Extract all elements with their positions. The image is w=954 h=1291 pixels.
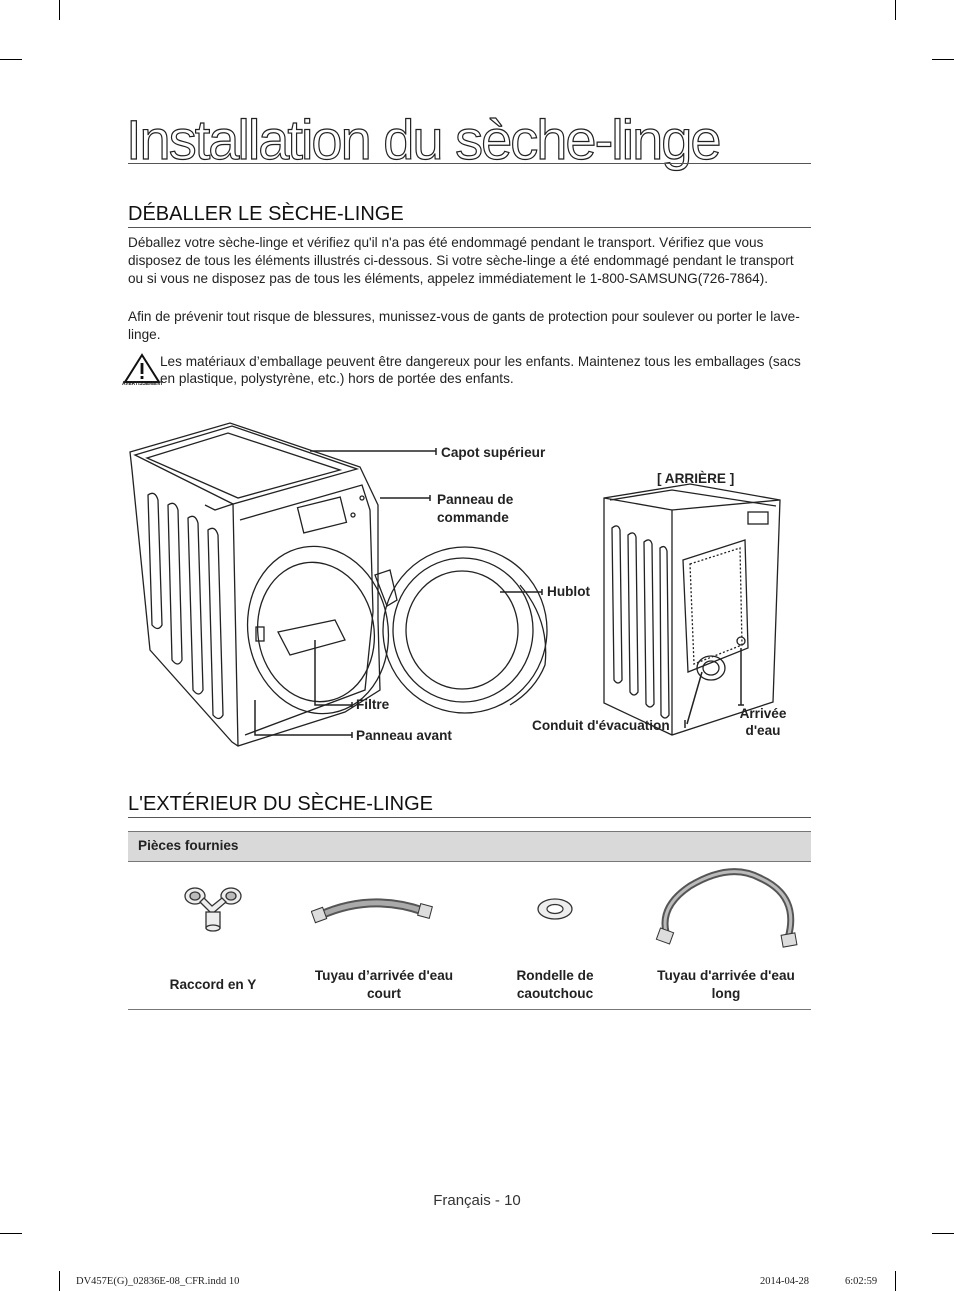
part-label-line: Rondelle de — [516, 968, 594, 983]
door-porthole — [382, 546, 548, 714]
section-heading-unpacking: DÉBALLER LE SÈCHE-LINGE — [128, 203, 404, 225]
dryer-top-cover — [133, 425, 360, 505]
part-label-rubber-washer: Rondelle de caoutchouc — [470, 967, 640, 1003]
part-label-short-hose: Tuyau d’arrivée d'eau court — [299, 967, 469, 1003]
title-rule — [128, 163, 811, 164]
section-rule — [128, 817, 811, 818]
label-front-panel: Panneau avant — [356, 728, 452, 743]
part-label-line: caoutchouc — [516, 986, 594, 1001]
parts-table-header: Pièces fournies — [128, 831, 811, 862]
part-label-line: Tuyau d'arrivée d'eau — [657, 968, 795, 983]
slug-filename: DV457E(G)_02836E-08_CFR.indd 10 — [76, 1276, 240, 1287]
label-door: Hublot — [547, 584, 591, 599]
label-control-panel-1: Panneau de — [437, 492, 514, 507]
slug-time: 6:02:59 — [845, 1276, 878, 1287]
page-number: Français - 10 — [433, 1192, 521, 1209]
short-hose-icon — [311, 898, 433, 924]
label-water-inlet-2: d'eau — [745, 723, 781, 738]
crop-mark — [932, 1233, 954, 1234]
rear-vent-grille — [682, 539, 749, 673]
part-label-y-connector: Raccord en Y — [128, 976, 298, 994]
gloves-paragraph: Afin de prévenir tout risque de blessure… — [128, 309, 800, 342]
warning-icon — [123, 353, 161, 383]
page-title: Installation du sèche-linge — [125, 108, 722, 171]
parts-table-bottom-rule — [128, 1009, 811, 1010]
label-rear: [ ARRIÈRE ] — [657, 471, 735, 486]
crop-mark — [59, 0, 60, 20]
dryer-rear-body — [603, 483, 781, 736]
y-connector-icon — [184, 887, 242, 932]
warning-label: AVERTISSEMENT — [122, 381, 163, 387]
crop-mark — [895, 0, 896, 20]
crop-mark — [59, 1271, 60, 1291]
crop-mark — [932, 59, 954, 60]
dryer-front-body — [129, 422, 381, 747]
crop-mark — [0, 1233, 22, 1234]
part-label-line: Tuyau d’arrivée d'eau — [314, 968, 454, 983]
rubber-washer-icon — [537, 898, 573, 920]
exhaust-duct — [696, 655, 726, 681]
parts-table-header-label: Pièces fournies — [138, 838, 239, 853]
intro-paragraph: Déballez votre sèche-linge et vérifiez q… — [128, 235, 794, 286]
part-label-line: court — [367, 986, 401, 1001]
part-label-line: Raccord en Y — [169, 977, 257, 992]
slug-date: 2014-04-28 — [760, 1276, 809, 1287]
section-rule — [128, 227, 811, 228]
warning-text: Les matériaux d’emballage peuvent être d… — [160, 354, 801, 386]
part-label-line: long — [711, 986, 741, 1001]
long-hose-icon — [655, 868, 798, 948]
label-water-inlet-1: Arrivée — [739, 706, 787, 721]
crop-mark — [895, 1271, 896, 1291]
label-control-panel-2: commande — [437, 510, 509, 525]
label-top-cover: Capot supérieur — [441, 445, 546, 460]
section-heading-exterior: L'EXTÉRIEUR DU SÈCHE-LINGE — [128, 793, 433, 815]
part-label-long-hose: Tuyau d'arrivée d'eau long — [641, 967, 811, 1003]
label-filter: Filtre — [356, 697, 390, 712]
crop-mark — [0, 59, 22, 60]
label-exhaust-duct: Conduit d'évacuation — [532, 718, 670, 733]
